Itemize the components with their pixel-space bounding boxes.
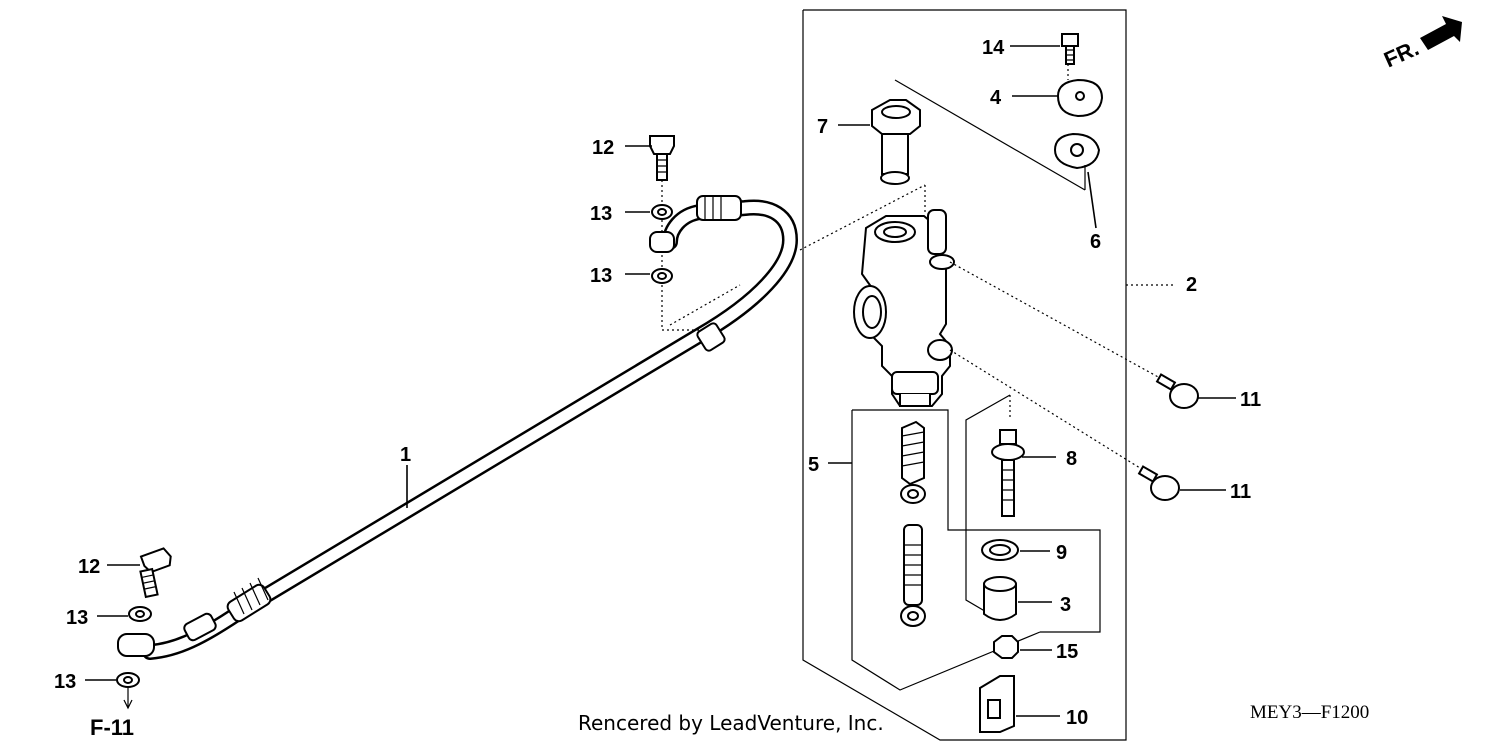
label-part-13-d: 13 [54, 671, 76, 693]
label-part-6: 6 [1090, 231, 1101, 253]
front-arrow-icon [1420, 16, 1462, 50]
label-part-3: 3 [1060, 594, 1071, 616]
label-part-4: 4 [990, 87, 1002, 109]
label-part-7: 7 [817, 116, 828, 138]
lower-components [979, 539, 1060, 733]
assembly-outline [802, 9, 1175, 741]
push-rod [965, 394, 1056, 621]
part-labels: 1 2 3 4 5 6 7 8 9 10 11 11 12 12 13 13 1… [54, 35, 1423, 740]
label-part-11-upper: 11 [1240, 389, 1261, 411]
label-part-12-lower: 12 [78, 556, 100, 578]
label-part-10: 10 [1066, 707, 1088, 729]
credit-text: Rencered by LeadVenture, Inc. [578, 711, 884, 735]
label-part-9: 9 [1056, 542, 1067, 564]
reservoir-joint [838, 99, 921, 185]
master-cylinder-body [799, 184, 955, 407]
label-part-12-upper: 12 [592, 137, 614, 159]
label-part-11-lower: 11 [1230, 481, 1251, 503]
leader-lines [85, 145, 652, 681]
label-part-13-c: 13 [66, 607, 88, 629]
piston-set [828, 409, 1101, 691]
brake-hose [142, 195, 799, 660]
label-part-8: 8 [1066, 448, 1077, 470]
front-marker-text: FR. [1380, 35, 1423, 72]
label-part-1: 1 [400, 444, 411, 466]
label-part-14: 14 [982, 37, 1005, 59]
reference-f11: F-11 [90, 715, 134, 740]
label-part-2: 2 [1186, 274, 1197, 296]
label-part-15: 15 [1056, 641, 1078, 663]
figure-code: MEY3—F1200 [1250, 702, 1369, 723]
label-part-13-b: 13 [590, 265, 612, 287]
lower-banjo-set [116, 547, 172, 710]
label-part-13-a: 13 [590, 203, 612, 225]
label-part-5: 5 [808, 454, 819, 476]
cover-set [894, 33, 1104, 229]
bleeder-caps [949, 261, 1236, 501]
